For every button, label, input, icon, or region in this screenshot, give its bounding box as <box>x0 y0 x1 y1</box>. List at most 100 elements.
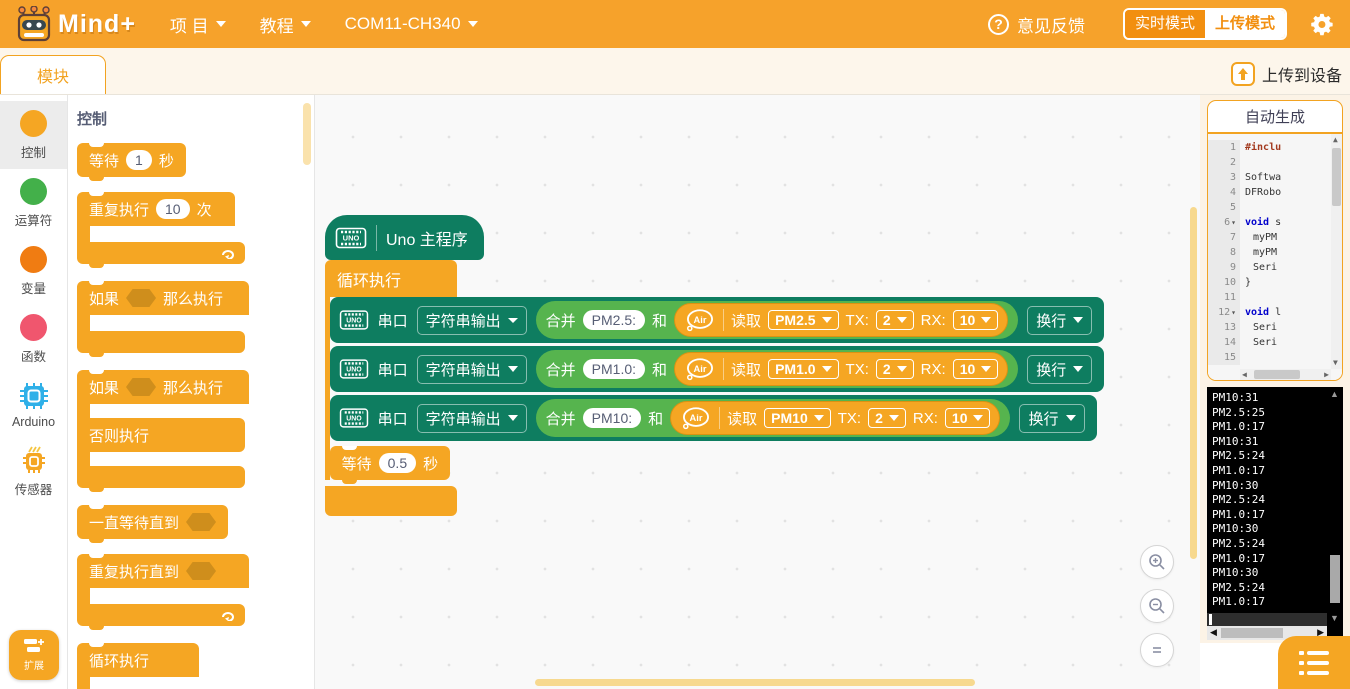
merge-block[interactable]: 合并 PM1.0: 和 Air <box>535 350 1019 388</box>
code-vertical-scrollbar[interactable]: ▲ ▼ <box>1331 134 1342 369</box>
workspace-canvas[interactable]: UNO Uno 主程序 循环执行 <box>315 95 1200 689</box>
sidebar-item-variables[interactable]: 变量 <box>0 237 67 305</box>
fold-toggle-icon[interactable]: ▾ <box>1231 308 1236 317</box>
menu-tutorial[interactable]: 教程 <box>260 12 311 37</box>
sidebar-item-arduino[interactable]: Arduino <box>0 373 67 437</box>
newline-dropdown[interactable]: 换行 <box>1027 354 1093 384</box>
canvas-zoom-controls <box>1140 545 1174 667</box>
sidebar-item-operators[interactable]: 运算符 <box>0 169 67 237</box>
serial-mode-dropdown[interactable]: 字符串输出 <box>416 403 527 433</box>
air-sensor-read-block[interactable]: Air 读取 PM10 TX: 2 RX: 10 <box>670 401 1001 435</box>
rx-pin-dropdown[interactable]: 10 <box>944 408 991 428</box>
mode-toggle: 实时模式 上传模式 <box>1122 8 1287 40</box>
tx-pin-dropdown[interactable]: 2 <box>868 408 906 428</box>
serial-print-block-pm10[interactable]: UNO 串口 字符串输出 合并 PM10: 和 <box>329 395 1097 441</box>
monitor-vertical-scrollbar[interactable]: ▲ ▼ <box>1327 387 1343 626</box>
svg-text:UNO: UNO <box>346 317 362 324</box>
palette-wait-until-block[interactable]: 一直等待直到 <box>77 505 229 543</box>
settings-gear-icon[interactable] <box>1309 11 1336 38</box>
menu-serial-port[interactable]: COM11-CH340 <box>345 14 478 34</box>
sidebar-item-functions[interactable]: 函数 <box>0 305 67 373</box>
sidebar-item-sensors[interactable]: 传感器 <box>0 437 67 506</box>
serial-monitor[interactable]: PM10:31 PM2.5:25 PM1.0:17 PM10:31 PM2.5:… <box>1207 387 1343 640</box>
serial-print-block-pm10-0[interactable]: UNO 串口 字符串输出 合并 PM1.0: 和 <box>329 346 1105 392</box>
serial-line: PM2.5:24 <box>1212 536 1265 550</box>
block-list-toggle-button[interactable] <box>1278 636 1350 689</box>
sensor-type-dropdown[interactable]: PM1.0 <box>768 359 839 379</box>
forever-block[interactable]: 循环执行 UNO 串口 <box>325 260 1200 516</box>
merge-text-input[interactable]: PM1.0: <box>582 359 646 379</box>
upload-arrow-icon <box>1230 62 1255 86</box>
palette-forever-block[interactable]: 循环执行 <box>77 643 314 689</box>
program-script[interactable]: UNO Uno 主程序 循环执行 <box>325 215 1200 516</box>
sidebar-item-control[interactable]: 控制 <box>0 101 67 169</box>
canvas-vertical-scrollbar[interactable] <box>1190 207 1197 559</box>
chevron-down-icon <box>507 317 518 323</box>
air-sensor-read-block[interactable]: Air 读取 PM1.0 TX: 2 RX: 10 <box>674 352 1009 386</box>
palette-repeat-block[interactable]: 重复执行 10 次 <box>77 192 314 268</box>
air-sensor-read-block[interactable]: Air 读取 PM2.5 TX: 2 RX: 10 <box>674 303 1009 337</box>
operators-category-dot <box>20 178 47 205</box>
svg-text:UNO: UNO <box>346 415 362 422</box>
divider <box>719 407 721 429</box>
condition-slot[interactable] <box>186 513 217 531</box>
upload-to-device-button[interactable]: 上传到设备 <box>1230 62 1342 86</box>
air-cloud-icon: Air <box>687 309 714 332</box>
extension-button[interactable]: 扩展 <box>9 630 59 680</box>
fold-toggle-icon[interactable]: ▾ <box>1231 218 1236 227</box>
mindplus-logo[interactable]: Mind+ <box>14 6 136 42</box>
feedback-button[interactable]: ? 意见反馈 <box>987 12 1085 37</box>
zoom-in-button[interactable] <box>1140 545 1174 579</box>
serial-line: PM1.0:17 <box>1212 463 1265 477</box>
rx-pin-dropdown[interactable]: 10 <box>952 310 999 330</box>
wait-block[interactable]: 等待 0.5 秒 <box>329 446 451 484</box>
sensor-type-dropdown[interactable]: PM10 <box>764 408 831 428</box>
chevron-down-icon <box>896 317 907 323</box>
serial-mode-dropdown[interactable]: 字符串输出 <box>416 305 527 335</box>
merge-block[interactable]: 合并 PM10: 和 Air <box>535 399 1011 437</box>
tx-pin-dropdown[interactable]: 2 <box>875 359 914 379</box>
code-horizontal-scrollbar[interactable]: ◀ ▶ <box>1240 369 1331 380</box>
menu-project[interactable]: 项 目 <box>170 12 226 37</box>
rx-pin-dropdown[interactable]: 10 <box>952 359 999 379</box>
merge-text-input[interactable]: PM10: <box>582 408 642 428</box>
list-icon <box>1299 650 1329 675</box>
repeat-count-input[interactable]: 10 <box>156 199 190 219</box>
newline-dropdown[interactable]: 换行 <box>1019 403 1085 433</box>
sub-toolbar: 模块 上传到设备 <box>0 48 1350 95</box>
palette-if-block[interactable]: 如果 那么执行 <box>77 281 314 357</box>
palette-repeat-until-block[interactable]: 重复执行直到 <box>77 554 314 630</box>
newline-dropdown[interactable]: 换行 <box>1027 305 1093 335</box>
tab-modules[interactable]: 模块 <box>0 55 106 94</box>
merge-text-input[interactable]: PM2.5: <box>582 310 646 330</box>
serial-print-block-pm25[interactable]: UNO 串口 字符串输出 合并 PM2.5: 和 <box>329 297 1105 343</box>
wait-seconds-input[interactable]: 1 <box>126 150 152 170</box>
palette-scrollbar[interactable] <box>303 103 311 165</box>
zoom-reset-button[interactable] <box>1140 633 1174 667</box>
canvas-horizontal-scrollbar[interactable] <box>535 679 975 686</box>
zoom-out-button[interactable] <box>1140 589 1174 623</box>
sensor-type-dropdown[interactable]: PM2.5 <box>768 310 839 330</box>
merge-block[interactable]: 合并 PM2.5: 和 Air <box>535 301 1019 339</box>
functions-category-dot <box>20 314 47 341</box>
wait-seconds-input[interactable]: 0.5 <box>378 453 417 473</box>
code-line: 6▾void s <box>1208 215 1342 230</box>
serial-mode-dropdown[interactable]: 字符串输出 <box>416 354 527 384</box>
condition-slot[interactable] <box>186 562 217 580</box>
serial-input-line[interactable] <box>1207 613 1327 626</box>
upload-mode-button[interactable]: 上传模式 <box>1204 10 1285 38</box>
condition-slot[interactable] <box>126 378 157 396</box>
realtime-mode-button[interactable]: 实时模式 <box>1124 10 1205 38</box>
uno-main-hat-block[interactable]: UNO Uno 主程序 <box>325 215 484 264</box>
loop-arrow-icon <box>222 612 234 621</box>
chevron-down-icon <box>1065 415 1076 421</box>
palette-if-else-block[interactable]: 如果 那么执行 否则执行 <box>77 370 314 492</box>
block-palette: 控制 等待 1 秒 重复执行 10 次 如果 那么执行 <box>68 95 315 689</box>
tx-pin-dropdown[interactable]: 2 <box>875 310 914 330</box>
condition-slot[interactable] <box>126 289 157 307</box>
palette-wait-block[interactable]: 等待 1 秒 <box>77 143 186 181</box>
serial-line: PM2.5:25 <box>1212 405 1265 419</box>
